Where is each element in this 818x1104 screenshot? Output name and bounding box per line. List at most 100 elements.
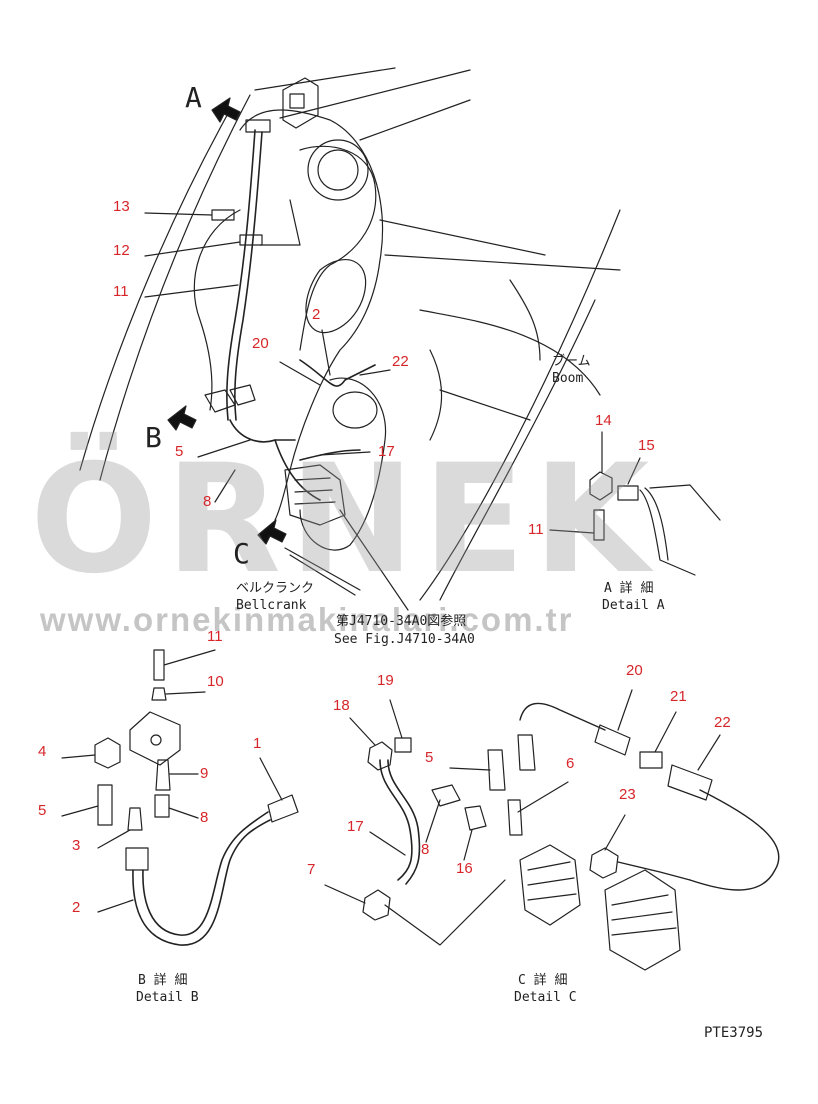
detail-a-fitting-15 — [618, 486, 638, 500]
leader-c-8 — [426, 800, 440, 842]
callout-12: 12 — [113, 242, 130, 259]
leader-13 — [145, 213, 212, 215]
leader-17 — [320, 452, 370, 455]
b-fittings — [205, 385, 255, 412]
callout-2: 2 — [312, 306, 321, 323]
clamp-top — [246, 120, 270, 132]
leader-11 — [145, 285, 238, 297]
leader-20 — [280, 362, 320, 385]
callout-b-1: 1 — [253, 735, 262, 752]
leader-c-18 — [350, 718, 375, 745]
bellcrank-label-jp: ベルクランク — [236, 581, 315, 596]
callout-b-9: 9 — [200, 765, 209, 782]
leader-b-11 — [164, 650, 215, 665]
watermark-brand: ÖRNEK — [30, 433, 658, 607]
view-letter-c: C — [233, 537, 250, 570]
bellcrank-inner — [300, 146, 376, 350]
leader-a-11 — [550, 530, 594, 533]
lower-pin — [333, 392, 377, 428]
callout-c-23: 23 — [619, 786, 636, 803]
boom-diagonal-2 — [385, 255, 620, 270]
leader-c-5 — [450, 768, 490, 770]
callout-c-16: 16 — [456, 860, 473, 877]
leader-seefig — [340, 510, 408, 610]
c-valve-block-2-lines — [612, 895, 676, 935]
leader-b-1 — [260, 758, 282, 800]
frame-outer-left-2 — [100, 95, 250, 480]
boom-inner-2 — [440, 390, 530, 420]
boom-label-jp: ブーム — [552, 354, 591, 369]
leader-c-23 — [605, 815, 625, 850]
arrow-c — [257, 519, 287, 545]
leader-c-17 — [370, 832, 405, 855]
callout-b-10: 10 — [207, 673, 224, 690]
callout-b-3: 3 — [72, 837, 81, 854]
arrow-a — [211, 97, 241, 123]
b-fitting-3 — [128, 808, 142, 830]
callout-20: 20 — [252, 335, 269, 352]
c-tube-to-right — [690, 790, 779, 890]
valve-block-lines — [295, 478, 335, 504]
b-block — [130, 712, 180, 765]
callout-17: 17 — [378, 443, 395, 460]
c-pipe-17 — [380, 760, 412, 880]
view-letter-a: A — [185, 81, 202, 114]
b-fitting-1 — [268, 795, 298, 822]
boom-label-en: Boom — [552, 371, 584, 386]
boom-long-2 — [440, 300, 595, 600]
callout-8: 8 — [203, 493, 212, 510]
c-valve-block-2 — [605, 870, 680, 970]
c-fitting-21 — [640, 752, 662, 768]
leader-22 — [360, 370, 390, 375]
watermark-url: www.ornekinmakinalari.com.tr — [40, 601, 574, 638]
see-fig-jp: 第J4710-34A0図参照 — [336, 614, 467, 629]
frame-outer-left — [80, 110, 230, 470]
c-valve-block-lines — [528, 862, 576, 900]
c-bolt-6 — [518, 735, 535, 770]
leader-bellcrank-2 — [290, 555, 355, 595]
c-hose-23 — [618, 862, 690, 880]
callout-b-2: 2 — [72, 899, 81, 916]
bellcrank-lower-loop — [300, 378, 386, 550]
leader-c-7 — [325, 885, 365, 903]
b-bolt-8 — [155, 795, 169, 817]
callout-b-5: 5 — [38, 802, 47, 819]
leader-b-4 — [62, 755, 95, 758]
detail-a-elbow-14 — [590, 472, 612, 500]
boom-top-edge-3 — [360, 100, 470, 140]
leader-12 — [145, 242, 240, 256]
leader-b-2 — [98, 900, 133, 912]
boom-top-edge-1 — [255, 68, 395, 90]
callout-13: 13 — [113, 198, 130, 215]
leader-c-21 — [655, 712, 676, 752]
top-plate — [283, 78, 318, 128]
bellcrank-pin-hole — [308, 140, 368, 200]
leader-bellcrank — [285, 548, 360, 590]
b-block-hole — [151, 735, 161, 745]
callout-a-14: 14 — [595, 412, 612, 429]
callout-c-17: 17 — [347, 818, 364, 835]
boom-bottom-curve — [420, 310, 600, 395]
boom-inner-3 — [510, 280, 540, 360]
c-bolt-8 — [432, 785, 460, 806]
leader-c-20 — [618, 690, 632, 730]
leader-b-10 — [166, 692, 205, 694]
callout-22: 22 — [392, 353, 409, 370]
hose-main-2 — [235, 132, 262, 420]
see-fig-en: See Fig.J4710-34A0 — [334, 632, 475, 647]
c-tube-20 — [520, 703, 605, 730]
b-pipe-11 — [154, 650, 164, 680]
c-fitting-6 — [508, 800, 522, 835]
callout-b-4: 4 — [38, 743, 47, 760]
frame-loop-2 — [260, 200, 300, 245]
callout-c-7: 7 — [307, 861, 316, 878]
top-plate-hole — [290, 94, 304, 108]
callout-b-8: 8 — [200, 809, 209, 826]
b-nut-10 — [152, 688, 166, 700]
boom-inner-1 — [430, 350, 442, 440]
b-fitting-9 — [156, 760, 170, 790]
bellcrank-label-en: Bellcrank — [236, 598, 307, 613]
detail-c-jp: C 詳 細 — [518, 973, 568, 988]
